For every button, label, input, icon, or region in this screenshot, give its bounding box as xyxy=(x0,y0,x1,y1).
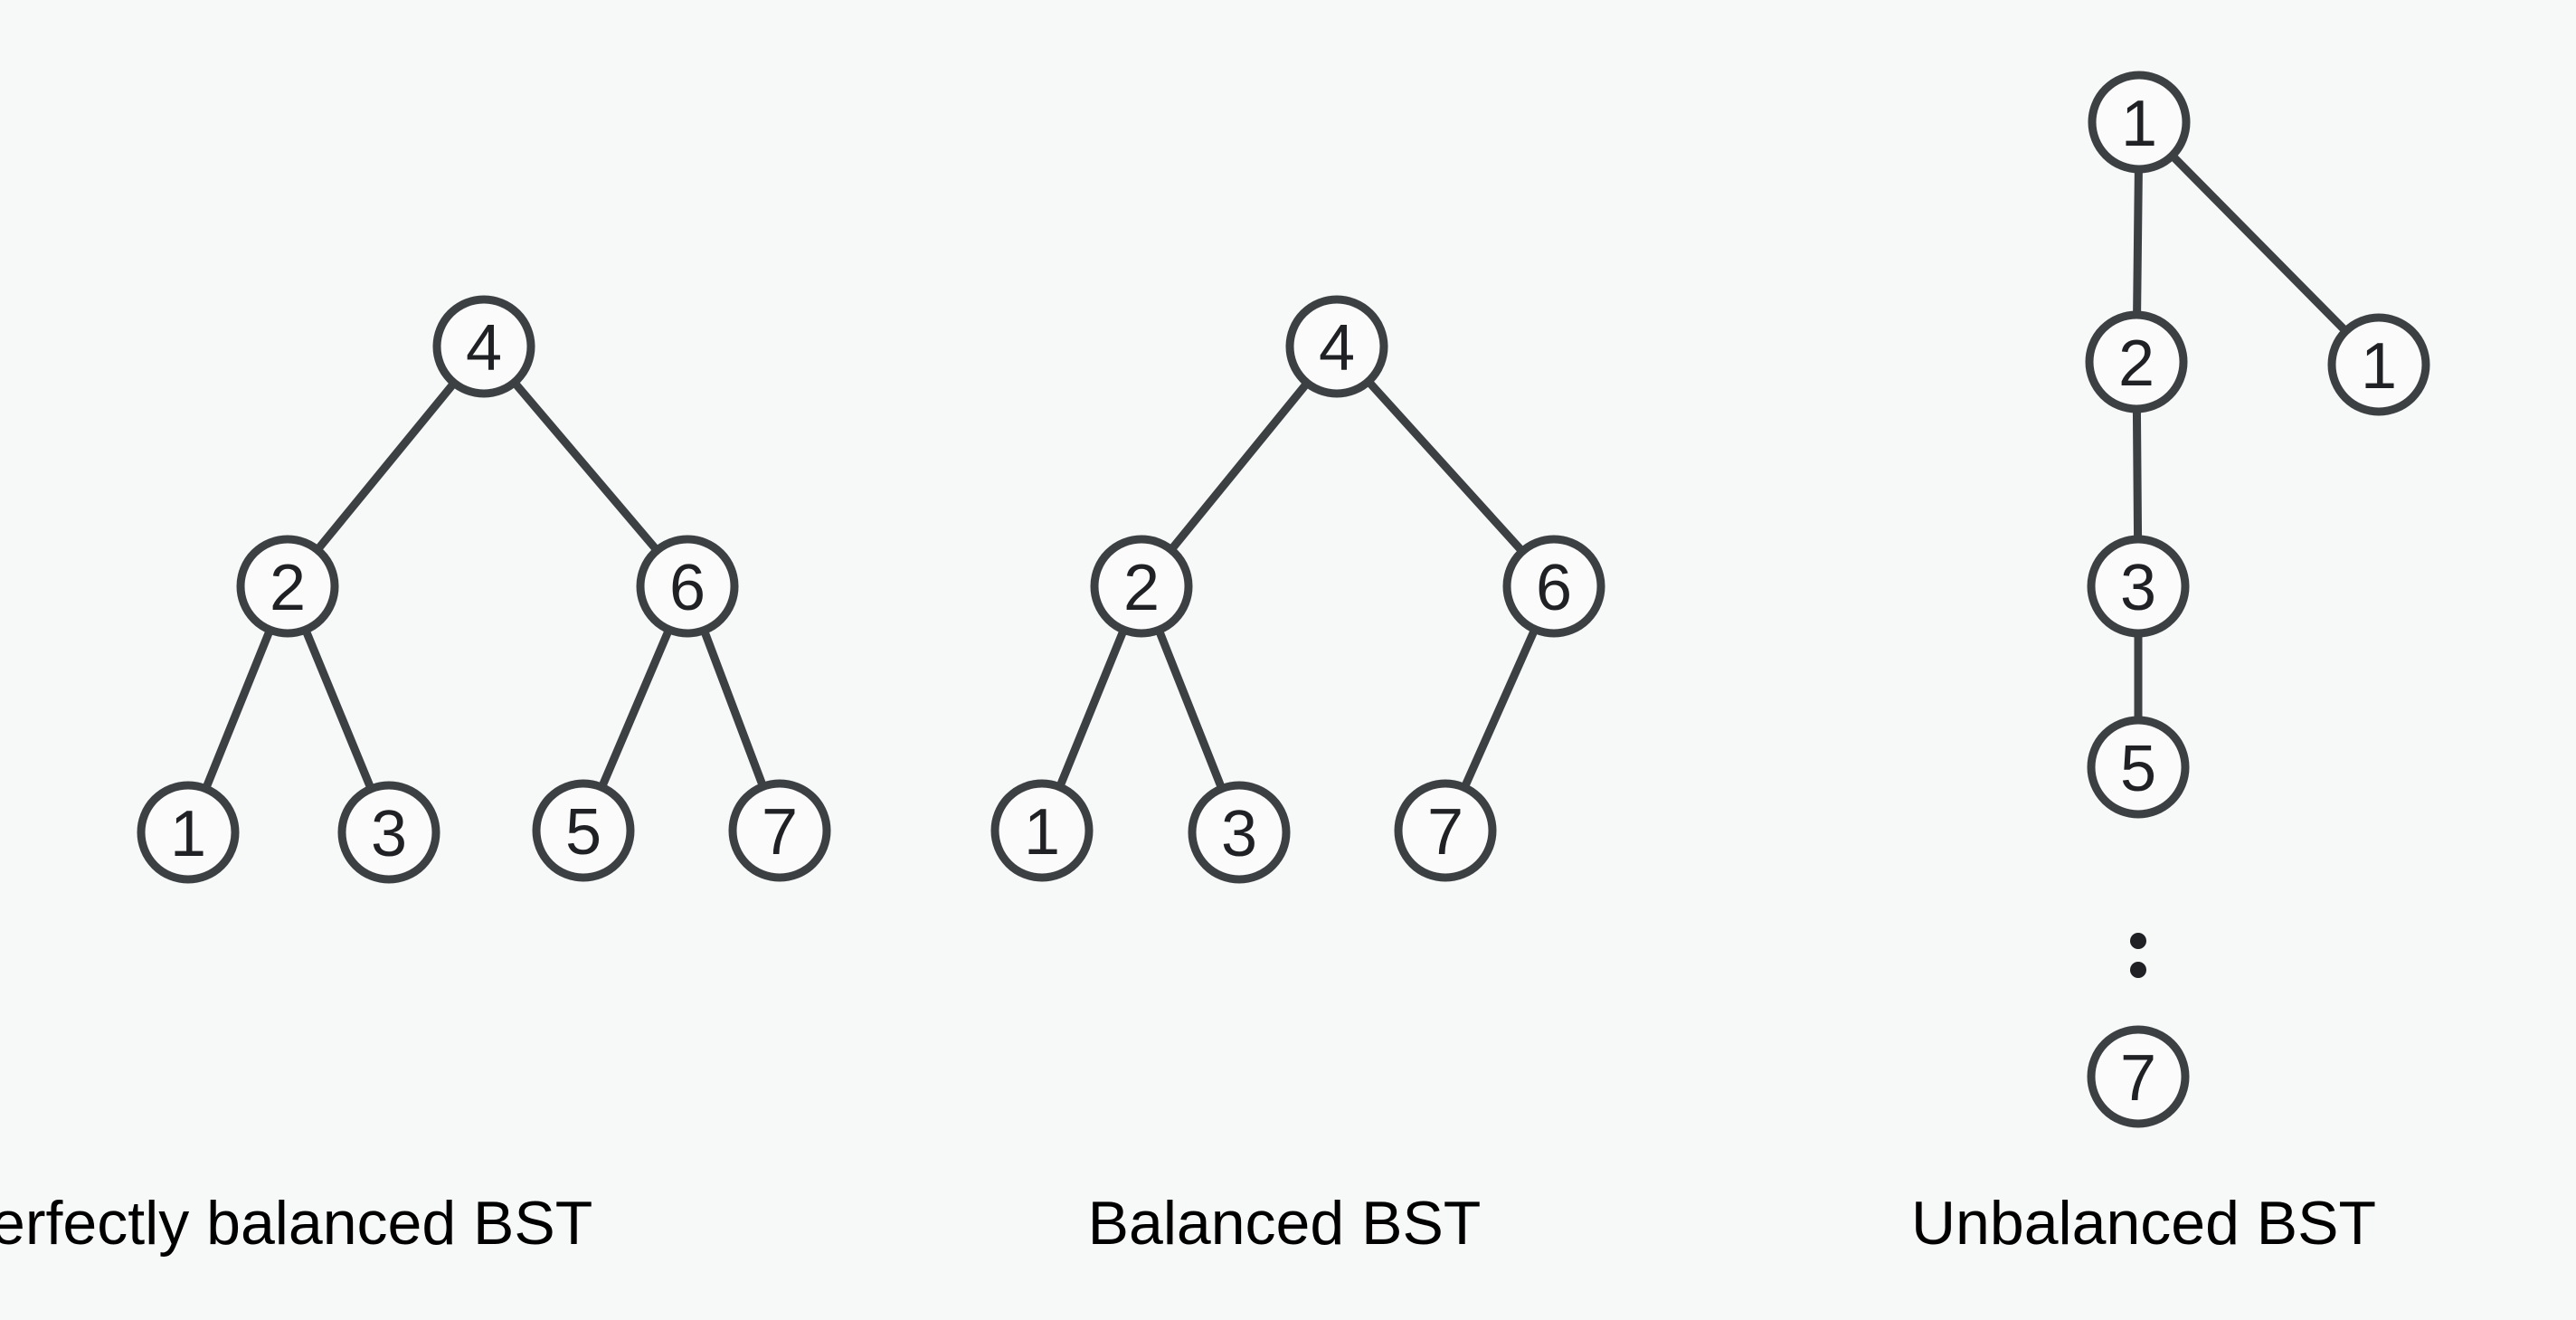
tree-edge-b-2-to-b-3 xyxy=(1153,623,1227,795)
node-circle-p-3[interactable] xyxy=(337,781,440,884)
tree-node-b-6[interactable]: 6 xyxy=(1502,535,1605,638)
node-circle-u-1a[interactable] xyxy=(2088,71,2191,174)
edges-group-unbalanced xyxy=(2132,150,2352,726)
tree-node-p-1[interactable]: 1 xyxy=(137,781,240,884)
tree-node-u-7[interactable]: 7 xyxy=(2087,1025,2190,1128)
node-label-b-6: 6 xyxy=(1536,552,1572,624)
node-label-b-4: 4 xyxy=(1319,312,1355,385)
node-circle-p-1[interactable] xyxy=(137,781,240,884)
tree-node-u-3[interactable]: 3 xyxy=(2087,535,2190,638)
tree-node-p-6[interactable]: 6 xyxy=(636,535,739,638)
tree-node-p-2[interactable]: 2 xyxy=(236,535,339,638)
tree-edge-b-4-to-b-2 xyxy=(1166,377,1312,556)
node-label-p-7: 7 xyxy=(762,796,798,869)
node-label-u-5: 5 xyxy=(2120,733,2156,805)
node-label-p-1: 1 xyxy=(170,798,206,870)
node-circle-b-1[interactable] xyxy=(990,779,1094,882)
node-circle-b-6[interactable] xyxy=(1502,535,1605,638)
tree-node-b-2[interactable]: 2 xyxy=(1090,535,1193,638)
tree-edge-u-2-to-u-3 xyxy=(2132,403,2143,546)
node-label-p-3: 3 xyxy=(371,798,407,870)
tree-node-u-1b[interactable]: 1 xyxy=(2327,313,2430,416)
node-label-b-2: 2 xyxy=(1123,552,1160,624)
tree-edge-u-1a-to-u-1b xyxy=(2166,150,2352,337)
nodes-group-unbalanced: 1 2 1 3 5 7 xyxy=(2085,71,2430,1128)
tree-edge-b-2-to-b-1 xyxy=(1055,623,1129,793)
node-label-u-7: 7 xyxy=(2120,1042,2156,1115)
tree-node-u-1a[interactable]: 1 xyxy=(2088,71,2191,174)
node-label-p-4: 4 xyxy=(466,312,502,385)
node-circle-u-5[interactable] xyxy=(2087,716,2190,819)
tree-edge-u-1a-to-u-2 xyxy=(2133,163,2143,321)
node-label-u-1a: 1 xyxy=(2121,88,2157,160)
node-label-p-6: 6 xyxy=(669,552,706,624)
node-circle-b-7[interactable] xyxy=(1394,779,1497,882)
tree-edge-b-6-to-b-7 xyxy=(1459,623,1540,793)
node-circle-p-5[interactable] xyxy=(532,779,635,882)
node-label-u-2: 2 xyxy=(2118,328,2155,400)
tree-edge-p-2-to-p-1 xyxy=(201,623,275,795)
node-circle-b-3[interactable] xyxy=(1188,781,1291,884)
ellipsis-group-unbalanced xyxy=(2130,933,2146,978)
tree-node-b-1[interactable]: 1 xyxy=(990,779,1094,882)
tree-node-b-7[interactable]: 7 xyxy=(1394,779,1497,882)
node-label-p-2: 2 xyxy=(270,552,306,624)
tree-edge-p-6-to-p-5 xyxy=(597,623,674,793)
node-circle-p-2[interactable] xyxy=(236,535,339,638)
node-circle-p-7[interactable] xyxy=(728,779,831,882)
tree-node-p-4[interactable]: 4 xyxy=(432,295,535,398)
tree-edge-p-4-to-p-6 xyxy=(508,376,663,556)
node-label-b-1: 1 xyxy=(1024,796,1060,869)
node-circle-u-1b[interactable] xyxy=(2327,313,2430,416)
panel-caption-unbalanced: Unbalanced BST xyxy=(1911,1189,2376,1258)
tree-node-u-2[interactable]: 2 xyxy=(2085,310,2188,413)
ellipsis-dot-2 xyxy=(2130,962,2146,978)
node-label-b-7: 7 xyxy=(1427,796,1463,869)
node-circle-u-2[interactable] xyxy=(2085,310,2188,413)
tree-edge-p-4-to-p-2 xyxy=(312,377,459,556)
tree-node-p-5[interactable]: 5 xyxy=(532,779,635,882)
node-label-b-3: 3 xyxy=(1221,798,1257,870)
node-label-p-5: 5 xyxy=(565,796,601,869)
node-circle-u-7[interactable] xyxy=(2087,1025,2190,1128)
nodes-group-balanced: 4 2 6 1 3 7 xyxy=(990,295,1605,884)
node-label-u-3: 3 xyxy=(2120,552,2156,624)
panel-caption-perfectly-balanced: Perfectly balanced BST xyxy=(0,1189,592,1258)
tree-node-p-3[interactable]: 3 xyxy=(337,781,440,884)
node-circle-b-4[interactable] xyxy=(1285,295,1388,398)
edges-group-perfectly-balanced xyxy=(201,376,768,795)
node-circle-b-2[interactable] xyxy=(1090,535,1193,638)
tree-node-u-5[interactable]: 5 xyxy=(2087,716,2190,819)
edges-group-balanced xyxy=(1055,375,1540,795)
tree-node-b-3[interactable]: 3 xyxy=(1188,781,1291,884)
node-circle-u-3[interactable] xyxy=(2087,535,2190,638)
panel-caption-balanced: Balanced BST xyxy=(1088,1189,1482,1258)
tree-edge-p-6-to-p-7 xyxy=(699,624,768,793)
node-circle-p-6[interactable] xyxy=(636,535,739,638)
ellipsis-dot-1 xyxy=(2130,933,2146,949)
node-label-u-1b: 1 xyxy=(2361,330,2397,403)
nodes-group-perfectly-balanced: 4 2 6 1 3 5 7 xyxy=(137,295,831,884)
tree-node-b-4[interactable]: 4 xyxy=(1285,295,1388,398)
tree-edge-b-4-to-b-6 xyxy=(1363,375,1528,557)
tree-node-p-7[interactable]: 7 xyxy=(728,779,831,882)
node-circle-p-4[interactable] xyxy=(432,295,535,398)
tree-edge-p-2-to-p-3 xyxy=(300,623,376,795)
